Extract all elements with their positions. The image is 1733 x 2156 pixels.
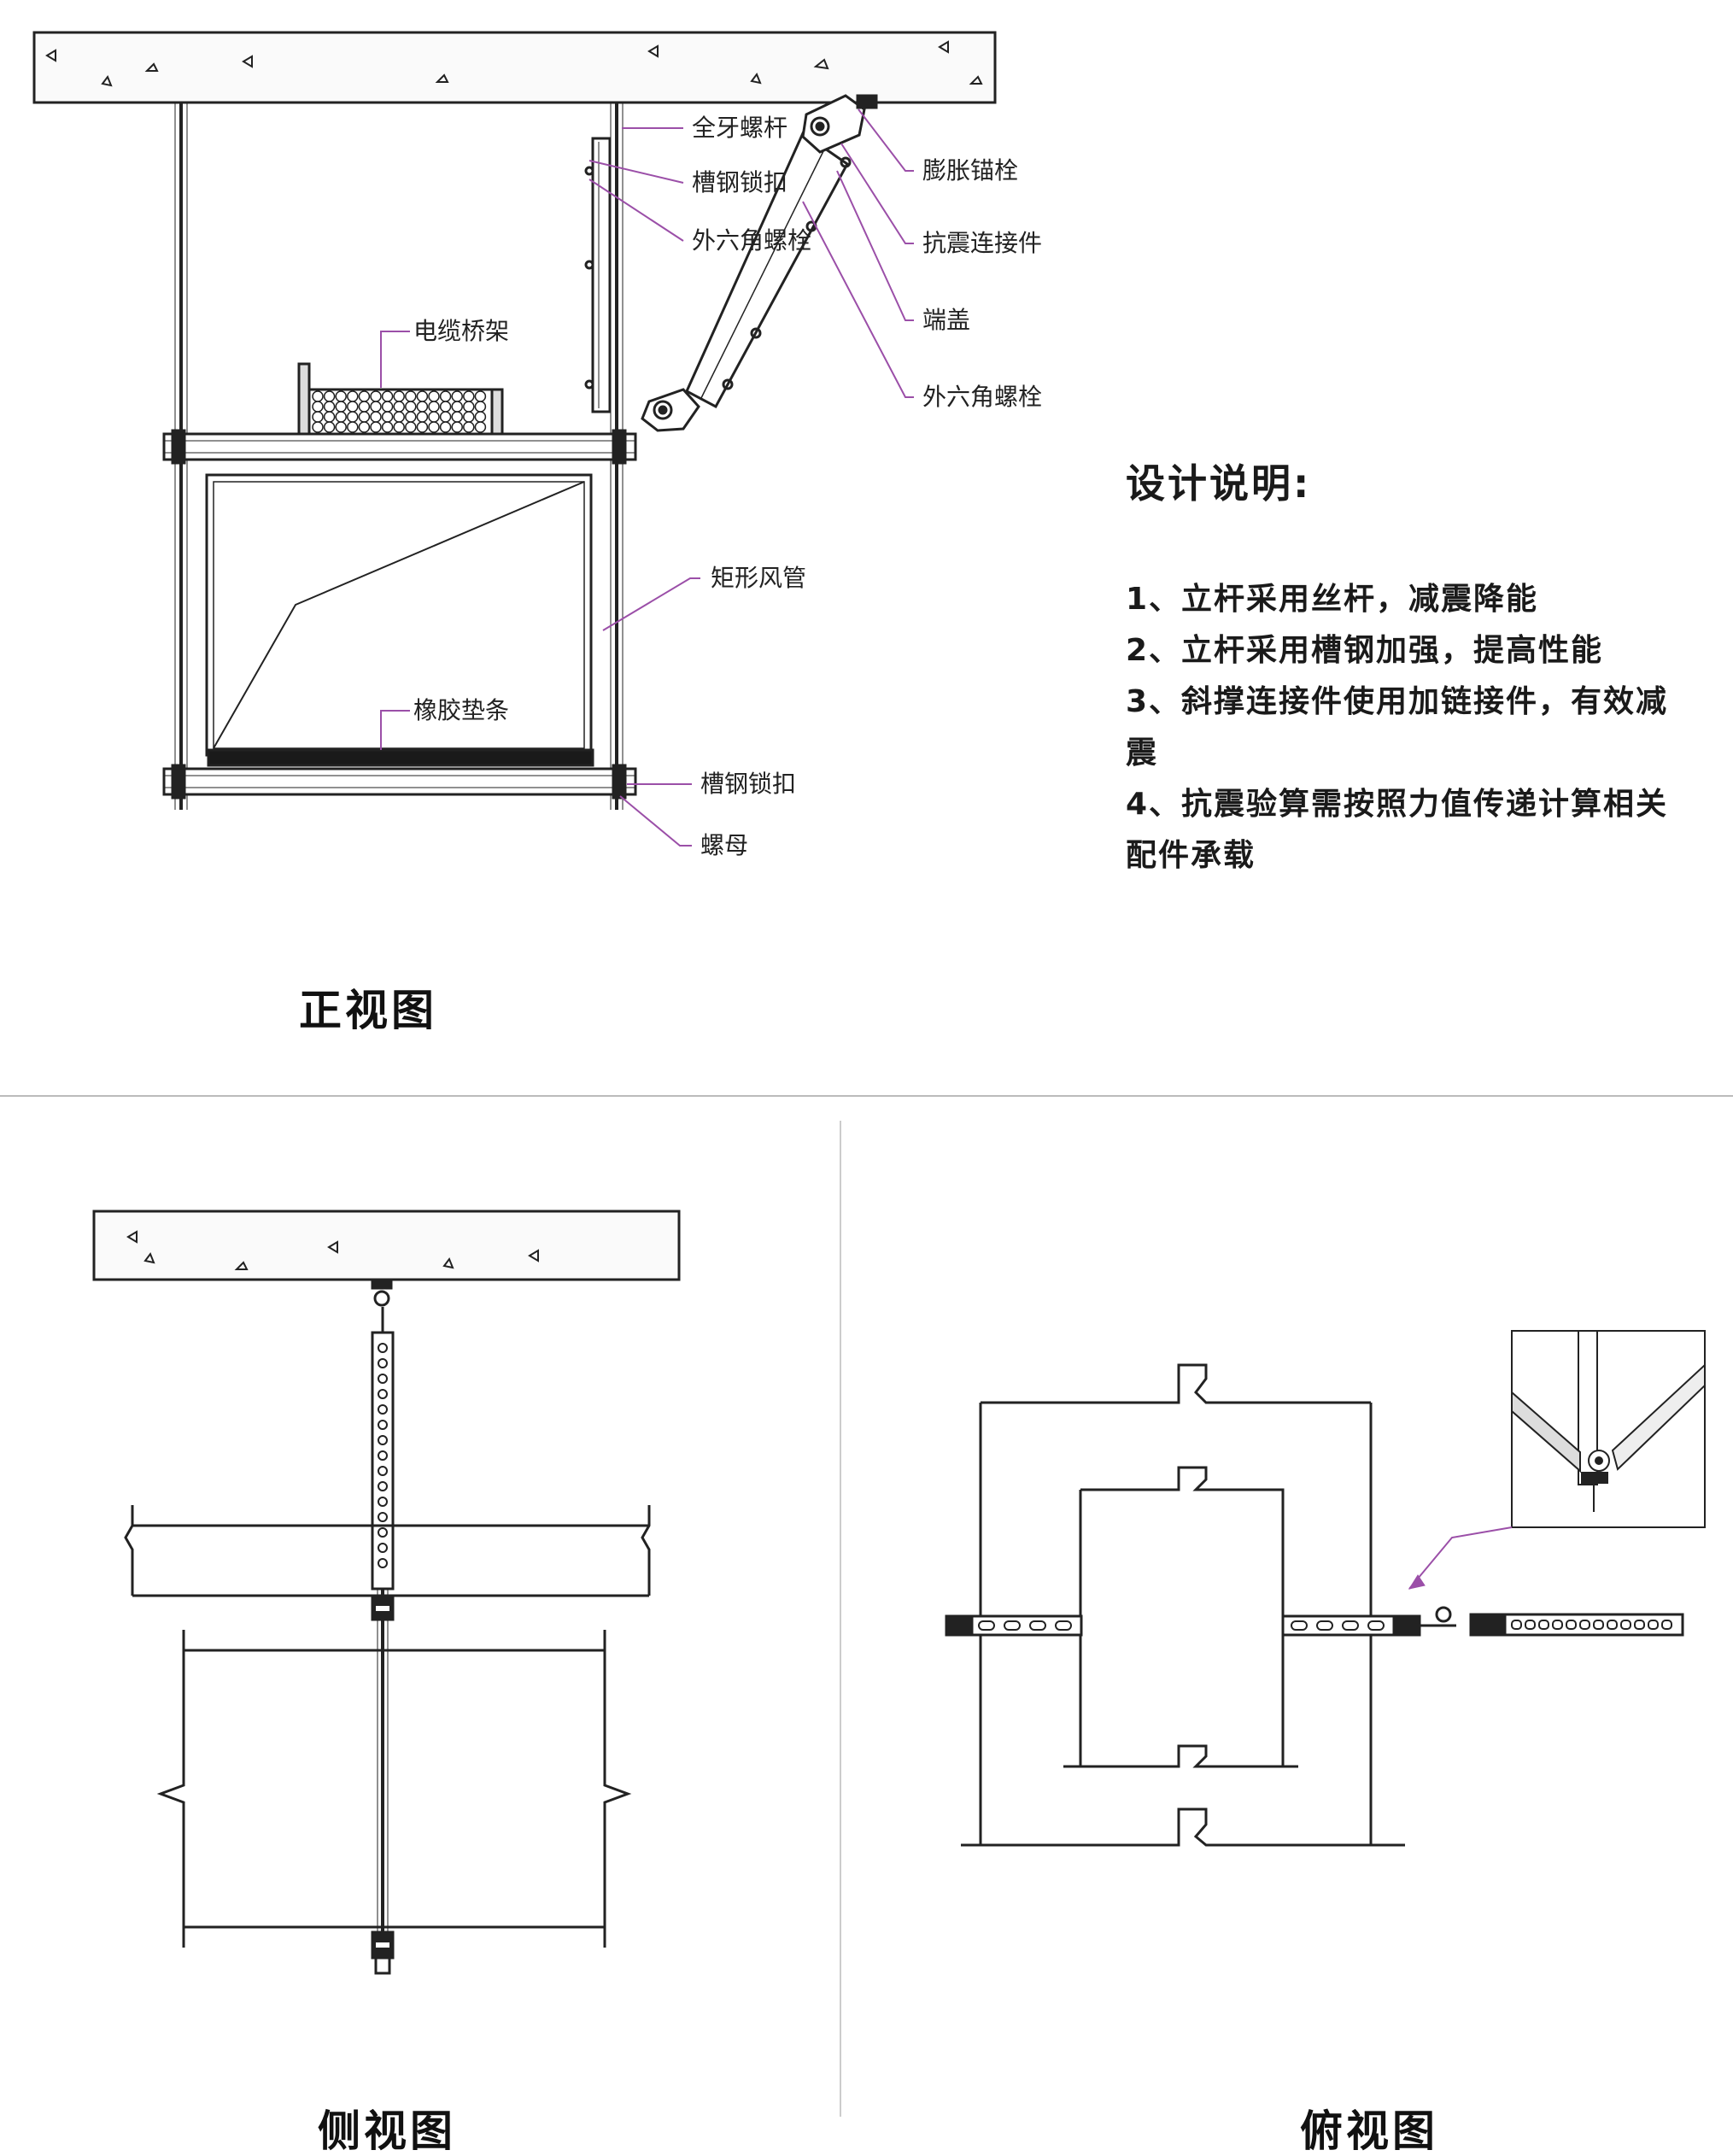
design-note-2: 2、立杆采用槽钢加强，提高性能 [1126,633,1604,668]
top-view-drawing [945,1330,1706,1847]
label-channel-lock-bottom: 槽钢锁扣 [700,770,797,798]
slab-aggregate [45,40,983,87]
label-channel-lock-top: 槽钢锁扣 [692,168,788,196]
label-end-cap: 端盖 [922,306,971,334]
label-rubber-strip: 橡胶垫条 [413,696,510,724]
label-full-thread-rod: 全牙螺杆 [692,114,788,142]
label-nut: 螺母 [700,831,749,859]
design-notes-title: 设计说明: [1126,460,1312,507]
design-note-3: 3、斜撑连接件使用加链接件，有效减震 [1126,684,1669,770]
lower-channel-beam [162,767,637,796]
design-note-1: 1、立杆采用丝杆，减震降能 [1126,582,1539,617]
rectangular-duct [205,473,593,757]
design-notes: 设计说明: 1、立杆采用丝杆，减震降能 2、立杆采用槽钢加强，提高性能 3、斜撑… [1126,453,1672,882]
side-view-title: 侧视图 [318,2106,456,2156]
inset-leader-line [1408,1526,1513,1590]
vertical-channel [591,137,612,413]
label-hex-bolt-right: 外六角螺栓 [922,383,1043,411]
side-view-drawing [92,1210,681,1975]
front-view-leader-lines [380,108,914,847]
front-view-title: 正视图 [299,986,437,1035]
bottom-seismic-hinge [641,388,700,432]
design-note-4: 4、抗震验算需按照力值传递计算相关配件承载 [1126,787,1669,873]
inset-detail-drawing [1511,1330,1706,1512]
label-hex-bolt-left: 外六角螺栓 [692,226,812,255]
label-expansion-anchor: 膨胀锚栓 [922,156,1019,185]
cable-bundle [312,390,487,433]
label-seismic-connector: 抗震连接件 [922,229,1043,257]
top-view-title: 俯视图 [1300,2106,1438,2156]
label-rect-duct: 矩形风管 [711,564,807,592]
top-seismic-hinge [801,94,878,154]
upper-channel-beam [162,432,637,461]
concrete-slab [32,31,997,104]
rubber-strip [207,748,594,767]
label-cable-tray: 电缆桥架 [413,317,510,345]
diagonal-brace [685,131,852,409]
side-concrete-slab [92,1210,681,1281]
front-view-drawing [32,31,997,810]
